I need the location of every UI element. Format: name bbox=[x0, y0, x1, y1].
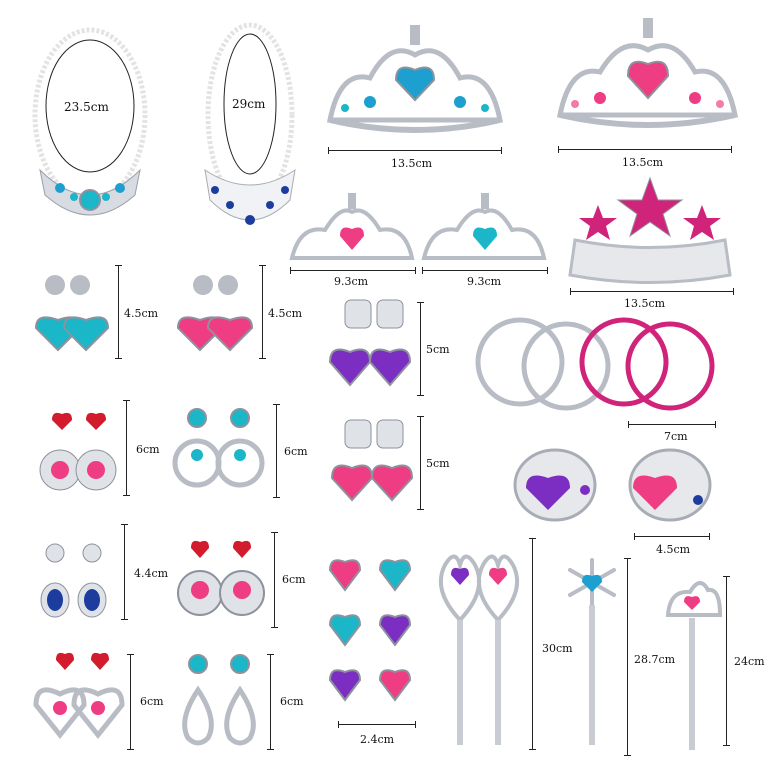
snowflake-wand-dimension bbox=[624, 558, 631, 756]
heart-wands-size: 30cm bbox=[542, 642, 573, 655]
earring-red-pink-dimension bbox=[123, 400, 130, 496]
earring-blue-hearts-dimension bbox=[115, 265, 122, 359]
clip-pink-size: 5cm bbox=[426, 457, 450, 470]
bangles-dimension bbox=[628, 421, 716, 428]
earring-heart-frame-size: 6cm bbox=[140, 695, 164, 708]
tiara-blue-size: 13.5cm bbox=[391, 157, 433, 170]
heart-wands-dimension bbox=[529, 538, 536, 750]
bangles-size: 7cm bbox=[664, 430, 688, 443]
snowflake-wand-size: 28.7cm bbox=[634, 653, 676, 666]
mini-tiara-2-dimension bbox=[422, 267, 548, 274]
earring-teal-teardrop-size: 6cm bbox=[280, 695, 304, 708]
crown-wand-size: 24cm bbox=[734, 655, 765, 668]
star-tiara-dimension bbox=[570, 288, 734, 295]
earring-pink-hearts-size: 4.5cm bbox=[268, 307, 303, 320]
star-tiara-size: 13.5cm bbox=[624, 297, 666, 310]
earring-navy-size: 4.4cm bbox=[134, 567, 169, 580]
rings-size: 2.4cm bbox=[360, 733, 395, 746]
earring-heart-frame-dimension bbox=[127, 654, 134, 750]
mini-tiara-1-size: 9.3cm bbox=[334, 275, 369, 288]
tiara-blue-dimension bbox=[328, 147, 502, 154]
earring-blue-hearts-size: 4.5cm bbox=[124, 307, 159, 320]
mini-tiara-2-size: 9.3cm bbox=[467, 275, 502, 288]
earring-teal-teardrop-dimension bbox=[267, 654, 274, 750]
earring-teal-hoop-dimension bbox=[273, 404, 280, 498]
rings-dimension bbox=[338, 721, 416, 728]
mini-tiara-1-dimension bbox=[290, 267, 416, 274]
clip-pink-dimension bbox=[417, 416, 424, 510]
tiara-pink-dimension bbox=[558, 146, 732, 153]
necklace-1-size: 23.5cm bbox=[64, 100, 109, 114]
tiara-pink-size: 13.5cm bbox=[622, 156, 664, 169]
crown-wand-dimension bbox=[723, 576, 730, 746]
earring-navy-dimension bbox=[121, 524, 128, 620]
bracelets-dimension bbox=[634, 533, 710, 540]
earring-red-ring-dimension bbox=[271, 532, 278, 628]
earring-teal-hoop-size: 6cm bbox=[284, 445, 308, 458]
bracelets-size: 4.5cm bbox=[656, 543, 691, 556]
necklace-2-size: 29cm bbox=[232, 97, 266, 111]
earring-red-ring-size: 6cm bbox=[282, 573, 306, 586]
clip-purple-size: 5cm bbox=[426, 343, 450, 356]
earring-pink-hearts-dimension bbox=[259, 265, 266, 359]
clip-purple-dimension bbox=[417, 302, 424, 396]
earring-red-pink-size: 6cm bbox=[136, 443, 160, 456]
